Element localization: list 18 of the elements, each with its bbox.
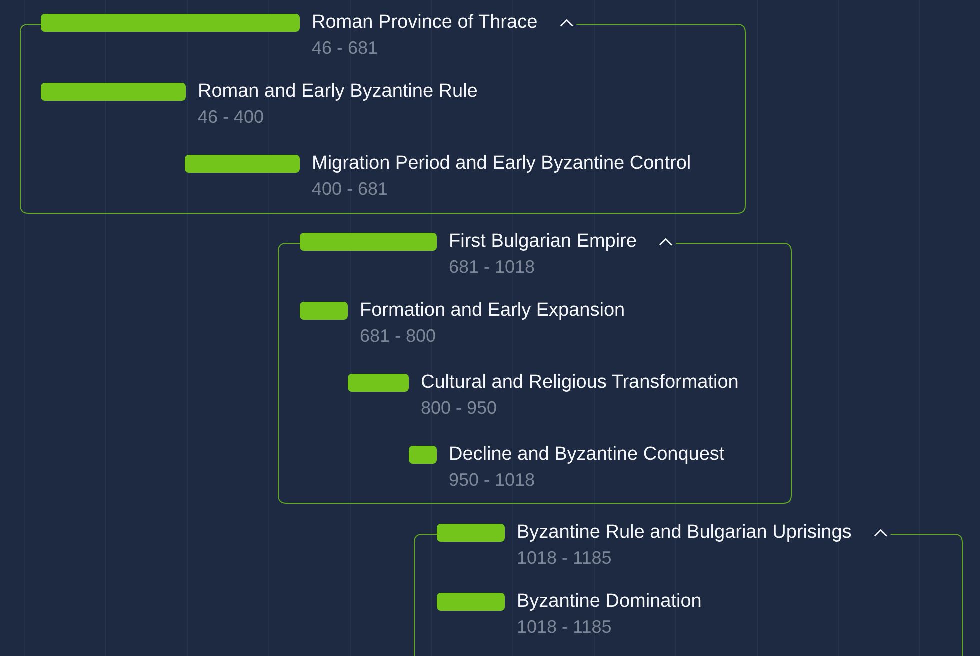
period-title: Migration Period and Early Byzantine Control (312, 153, 692, 175)
date-range: 46 - 400 (198, 106, 264, 128)
period-title: Roman and Early Byzantine Rule (198, 81, 478, 103)
date-range: 800 - 950 (421, 397, 498, 419)
date-range: 1018 - 1185 (517, 616, 612, 638)
date-range: 46 - 681 (312, 37, 378, 59)
date-range: 950 - 1018 (449, 469, 536, 491)
period-title: First Bulgarian Empire (449, 231, 637, 253)
period-title: Roman Province of Thrace (312, 12, 538, 34)
period-title: Byzantine Domination (517, 591, 702, 613)
date-range: 681 - 1018 (449, 256, 536, 278)
period-title: Byzantine Rule and Bulgarian Uprisings (517, 522, 852, 544)
date-range: 681 - 800 (360, 325, 436, 347)
period-title: Formation and Early Expansion (360, 300, 626, 322)
period-title: Decline and Byzantine Conquest (449, 444, 725, 466)
date-range: 400 - 681 (312, 178, 388, 200)
period-title: Cultural and Religious Transformation (421, 372, 739, 394)
date-range: 1018 - 1185 (517, 547, 612, 569)
